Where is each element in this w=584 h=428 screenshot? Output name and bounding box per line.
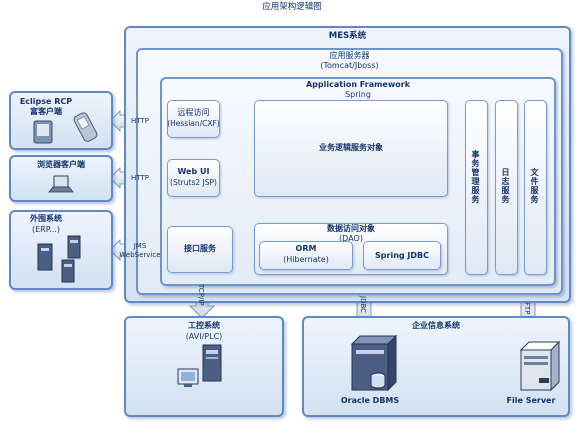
- jdbc-label: JDBC: [359, 296, 367, 314]
- enterprise-info-panel: [302, 316, 570, 417]
- eclipse-rcp-subtitle: 富客户端: [30, 107, 62, 116]
- remote-access-title: 远程访问: [177, 108, 210, 117]
- file-service-box: [524, 100, 547, 275]
- web-ui-box: [167, 159, 220, 197]
- framework-title: Application Framework: [305, 80, 411, 89]
- business-logic-box: [254, 100, 448, 197]
- business-logic-title: 业务逻辑服务对象: [319, 143, 383, 152]
- interface-service-box: [167, 226, 233, 273]
- file-server-label: File Server: [506, 396, 556, 405]
- framework-subtitle: Spring: [345, 90, 371, 99]
- dao-title: 数据访问对象: [327, 224, 375, 233]
- http-label-1: HTTP: [131, 117, 149, 125]
- webservice-label: WebService: [119, 251, 161, 259]
- interface-service-title: 接口服务: [184, 244, 216, 253]
- tcpip-label: TCP/IP: [197, 284, 205, 306]
- remote-access-box: [167, 100, 220, 138]
- file-service-title: 文件服务: [530, 168, 539, 204]
- web-ui-subtitle: (Struts2 JSP): [170, 178, 217, 187]
- eclipse-rcp-panel: [9, 91, 113, 150]
- enterprise-info-title: 企业信息系统: [412, 321, 460, 330]
- dao-subtitle: (DAO): [339, 234, 363, 243]
- oracle-dbms-label: Oracle DBMS: [340, 396, 400, 405]
- orm-subtitle: (Hibernate): [283, 255, 329, 264]
- external-system-title: 外围系统: [30, 214, 62, 223]
- eclipse-rcp-title: Eclipse RCP: [19, 97, 73, 106]
- browser-client-title: 浏览器客户端: [37, 160, 85, 169]
- industrial-control-subtitle: (AVI/PLC): [185, 332, 223, 341]
- app-server-title: 应用服务器: [329, 51, 370, 60]
- orm-box: [259, 241, 353, 270]
- web-ui-title: Web UI: [177, 167, 210, 176]
- external-system-panel: [9, 210, 113, 290]
- transaction-service-box: [465, 100, 488, 275]
- spring-jdbc-title: Spring JDBC: [375, 251, 429, 260]
- http-label-2: HTTP: [131, 174, 149, 182]
- log-service-box: [495, 100, 518, 275]
- industrial-control-title: 工控系统: [188, 321, 220, 330]
- remote-access-subtitle: (Hessian/CXF): [167, 119, 220, 128]
- log-service-title: 日志服务: [501, 168, 510, 204]
- spring-jdbc-box: [363, 241, 441, 270]
- page-title: 应用架构逻辑图: [262, 2, 322, 12]
- mes-system-title: MES系统: [328, 31, 367, 41]
- external-system-subtitle: (ERP...): [31, 225, 61, 234]
- ftp-label: FTP: [523, 302, 531, 315]
- transaction-service-title: 事务管理服务: [471, 150, 480, 204]
- orm-title: ORM: [295, 244, 317, 253]
- jms-label: JMS: [133, 242, 147, 250]
- app-server-subtitle: (Tomcat/Jboss): [320, 61, 379, 70]
